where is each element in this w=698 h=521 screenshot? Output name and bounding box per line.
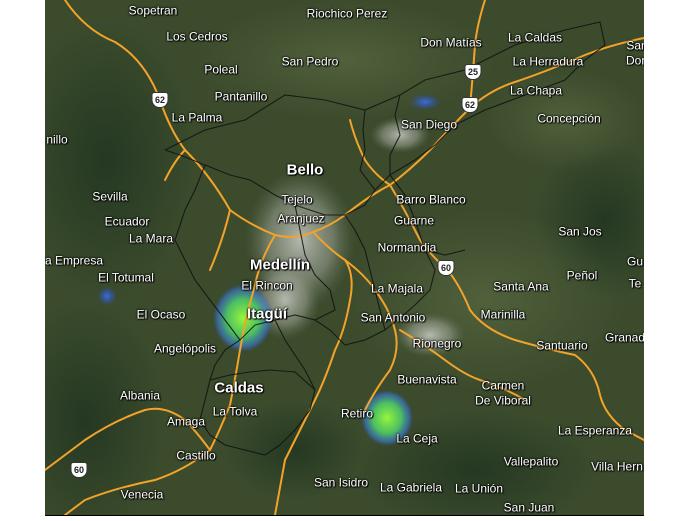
highway-shield-icon: 25 — [464, 64, 482, 80]
place-label[interactable]: La Ceja — [396, 431, 438, 446]
highway-shield-icon: 62 — [461, 97, 479, 113]
place-label[interactable]: La Majala — [370, 281, 424, 296]
place-label[interactable]: San Juan — [503, 500, 555, 515]
place-label[interactable]: La Unión — [454, 481, 504, 496]
place-label[interactable]: San Pedro — [281, 54, 339, 69]
place-label[interactable]: Caldas — [214, 379, 264, 397]
highway-shield-icon: 60 — [70, 462, 88, 478]
place-label[interactable]: Concepción — [537, 111, 601, 126]
place-label[interactable]: Angelópolis — [153, 341, 217, 356]
place-label[interactable]: Santa Ana — [493, 279, 549, 294]
place-label[interactable]: Peñol — [566, 268, 598, 283]
place-label[interactable]: San — [626, 38, 644, 53]
place-label[interactable]: Albania — [119, 388, 161, 403]
highway-shield-label: 62 — [154, 95, 165, 105]
place-label[interactable]: La Mara — [128, 231, 174, 246]
place-label[interactable]: La Caldas — [507, 30, 563, 45]
place-label[interactable]: La Tolva — [212, 404, 258, 419]
place-label[interactable]: De Viboral — [475, 393, 531, 408]
place-label[interactable]: La Chapa — [509, 83, 563, 98]
highway-shield-label: 60 — [440, 263, 451, 273]
place-label[interactable]: El Totumal — [98, 270, 154, 285]
place-label[interactable]: Carmen — [481, 378, 525, 393]
place-label[interactable]: Riochico Perez — [306, 6, 388, 21]
place-label[interactable]: Sopetran — [128, 3, 178, 18]
place-label[interactable]: Rionegro — [412, 336, 462, 351]
place-label[interactable]: Aranjuez — [277, 211, 325, 226]
place-label[interactable]: Don — [625, 53, 644, 68]
highway-shield-label: 25 — [467, 67, 478, 77]
place-label[interactable]: Vallepalito — [503, 454, 559, 469]
place-label[interactable]: La Gabriela — [379, 480, 443, 495]
place-label[interactable]: Itagüí — [247, 305, 287, 323]
place-label[interactable]: Bello — [286, 161, 324, 179]
place-label[interactable]: Guarne — [393, 213, 435, 228]
map-graphics — [45, 0, 644, 515]
place-label[interactable]: Gu — [626, 254, 644, 269]
place-label[interactable]: La Herradura — [512, 54, 584, 69]
place-label[interactable]: Amaga — [166, 414, 206, 429]
place-label[interactable]: Castillo — [176, 448, 216, 463]
place-label[interactable]: Poleal — [204, 62, 238, 77]
place-label[interactable]: Retiro — [340, 406, 374, 421]
place-label[interactable]: Medellín — [249, 256, 311, 274]
place-label[interactable]: Ecuador — [104, 214, 150, 229]
place-label[interactable]: San Isidro — [313, 475, 369, 490]
place-label[interactable]: Los Cedros — [166, 29, 228, 44]
highway-shield-label: 60 — [73, 465, 84, 475]
place-label[interactable]: nillo — [46, 132, 68, 147]
place-label[interactable]: San Jos — [558, 224, 602, 239]
place-label[interactable]: La Esperanza — [557, 423, 633, 438]
place-label[interactable]: Buenavista — [397, 372, 457, 387]
place-label[interactable]: Venecia — [120, 487, 164, 502]
place-label[interactable]: Tejelo — [281, 192, 313, 207]
place-label[interactable]: El Ocaso — [136, 307, 186, 322]
highway-shield-label: 62 — [464, 100, 475, 110]
place-label[interactable]: San Antonio — [360, 310, 426, 325]
place-label[interactable]: Barro Blanco — [396, 192, 466, 207]
place-label[interactable]: La Palma — [171, 110, 223, 125]
place-label[interactable]: Te — [628, 276, 642, 291]
place-label[interactable]: Granad — [604, 330, 644, 345]
place-label[interactable]: Villa Hern — [591, 459, 643, 474]
place-label[interactable]: Pantanillo — [214, 89, 268, 104]
highway-shield-icon: 62 — [151, 92, 169, 108]
place-label[interactable]: Don Matías — [420, 35, 482, 50]
place-label[interactable]: Santuario — [536, 338, 588, 353]
place-label[interactable]: Sevilla — [92, 189, 128, 204]
place-label[interactable]: El Rincon — [241, 278, 293, 293]
map-bottom-border — [45, 515, 644, 516]
place-label[interactable]: San Diego — [400, 117, 458, 132]
place-label[interactable]: Normandia — [377, 240, 437, 255]
place-label[interactable]: a Empresa — [45, 253, 104, 268]
place-label[interactable]: Marinilla — [480, 307, 526, 322]
highway-shield-icon: 60 — [437, 260, 455, 276]
